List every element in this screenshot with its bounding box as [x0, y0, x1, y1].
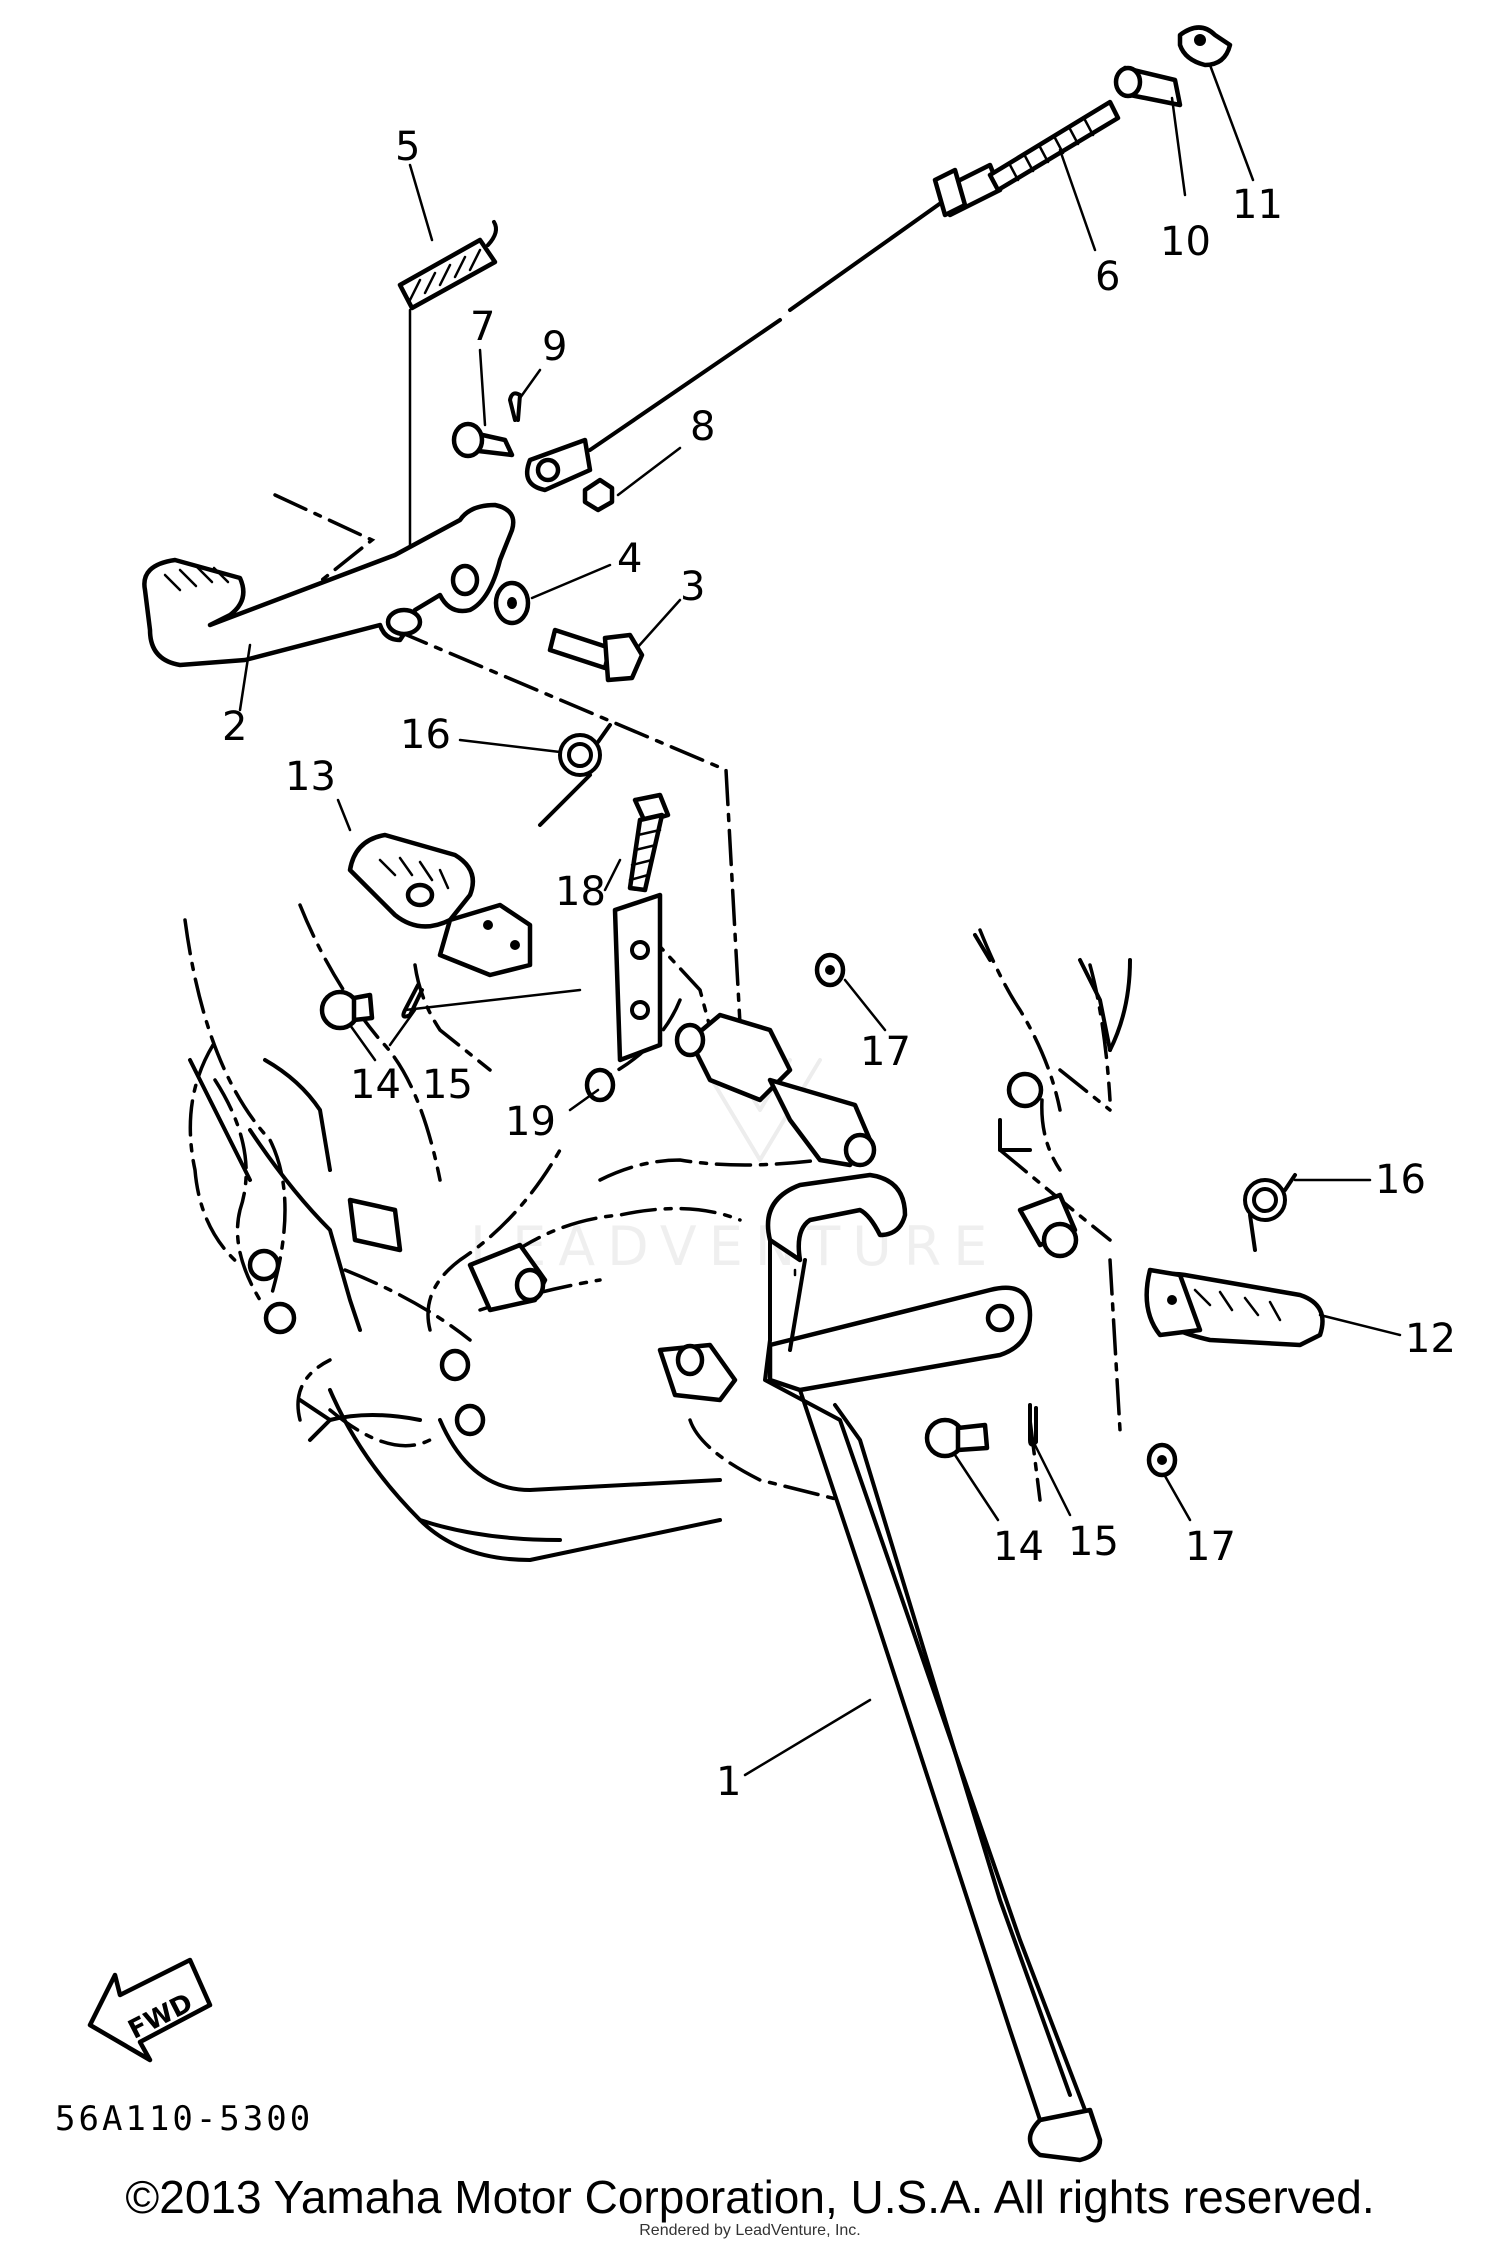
- callout-17: 17: [860, 1029, 911, 1075]
- callout-12: 12: [1405, 1316, 1456, 1362]
- spring-16-upper: [538, 723, 612, 827]
- spring-16-right: [1243, 1173, 1297, 1252]
- callout-4: 4: [617, 536, 642, 582]
- callout-11: 11: [1232, 182, 1283, 228]
- spring-5: [397, 220, 498, 562]
- callout-6: 6: [1095, 254, 1120, 300]
- callout-3: 3: [680, 564, 705, 610]
- callout-numbers: 1 2 3 4 5 6 7 8 9 10 11 12 13 14 15 16 1…: [222, 124, 1456, 1805]
- callout-16: 16: [400, 712, 451, 758]
- frame-tubes: [188, 933, 1132, 1562]
- washer-4: [493, 580, 531, 626]
- cotter-9: [508, 391, 522, 422]
- callout-8: 8: [690, 404, 715, 450]
- pin-14-left: [319, 989, 375, 1031]
- callout-16-right: 16: [1375, 1157, 1426, 1203]
- nut-17-upper: [814, 952, 846, 988]
- footpeg-12: [1144, 1267, 1325, 1348]
- callout-14: 14: [350, 1062, 401, 1108]
- callout-1: 1: [716, 1759, 741, 1805]
- callout-18: 18: [555, 869, 606, 915]
- diagram-code: 56A110-5300: [55, 2099, 313, 2139]
- footpeg-13: [347, 832, 533, 978]
- callout-19: 19: [505, 1099, 556, 1145]
- joint-10: [1113, 65, 1183, 108]
- callout-10: 10: [1160, 219, 1211, 265]
- pin-14-right: [924, 1417, 990, 1459]
- fwd-arrow: FWD: [87, 1957, 213, 2063]
- nut-8: [582, 477, 615, 513]
- nut-11: [1177, 25, 1233, 68]
- nut-17-lower: [1146, 1442, 1178, 1478]
- callout-13: 13: [285, 754, 336, 800]
- brake-rod-6: [524, 99, 1121, 493]
- cotter-15-right: [1028, 1403, 1038, 1447]
- callout-9: 9: [542, 324, 567, 370]
- callout-17-right: 17: [1185, 1524, 1236, 1570]
- side-stand-1: [763, 1172, 1103, 2163]
- frame-mount-right: [674, 1012, 877, 1168]
- copyright-notice: ©2013 Yamaha Motor Corporation, U.S.A. A…: [125, 2171, 1375, 2223]
- frame-lugs: [247, 1071, 1044, 1437]
- frame-outline: [183, 493, 1122, 1502]
- callout-14-right: 14: [993, 1524, 1044, 1570]
- footpeg-bracket-left: [612, 892, 663, 1063]
- callout-5: 5: [395, 124, 420, 170]
- pin-7: [451, 421, 515, 459]
- callout-7: 7: [470, 304, 495, 350]
- callout-15: 15: [422, 1062, 473, 1108]
- bolt-18: [627, 792, 671, 893]
- brake-pedal-2: [142, 502, 516, 668]
- bolt-3: [547, 627, 645, 683]
- watermark-text: LEADVENTURE: [470, 1215, 999, 1278]
- leader-lines: [238, 63, 1402, 1777]
- render-credit: Rendered by LeadVenture, Inc.: [639, 2222, 861, 2239]
- callout-15-right: 15: [1068, 1519, 1119, 1565]
- callout-2: 2: [222, 704, 247, 750]
